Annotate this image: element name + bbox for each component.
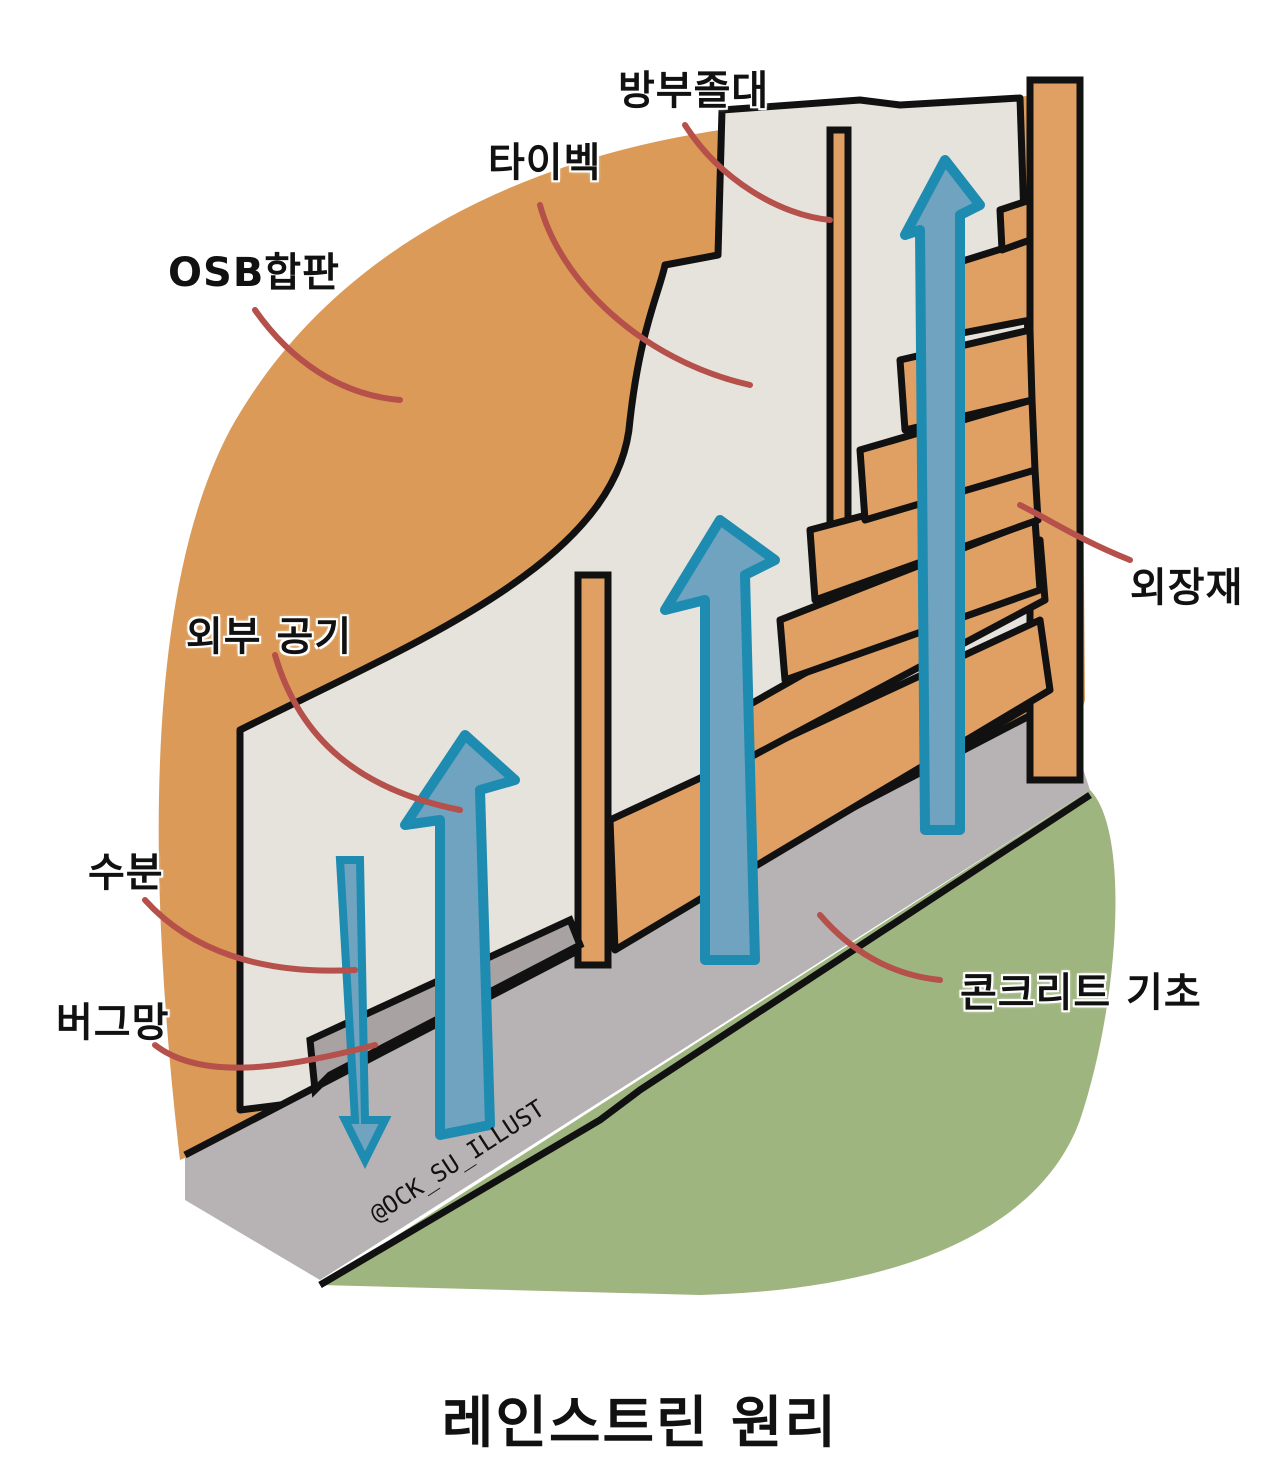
pointer-tyvek: [537, 202, 753, 388]
label-osb: OSB합판: [168, 250, 340, 296]
pointer-bug-screen: [152, 1042, 378, 1071]
label-furring: 방부졸대: [618, 68, 770, 114]
air-flow-arrows: [400, 155, 985, 1140]
pointer-furring: [682, 122, 833, 223]
pointer-moisture: [142, 897, 358, 974]
pointer-arrows: [142, 122, 1133, 1071]
diagram-title: 레인스트린 원리: [441, 1391, 839, 1456]
label-moisture: 수분: [88, 850, 164, 896]
pointer-osb: [252, 307, 403, 403]
label-tyvek: 타이벡: [488, 140, 602, 186]
moisture-arrow: [335, 856, 392, 1169]
pointer-siding: [1017, 502, 1133, 563]
label-siding: 외장재: [1130, 565, 1244, 611]
concrete-foundation: [185, 700, 1090, 1280]
pointer-outside-air: [272, 652, 463, 813]
pointer-concrete: [817, 912, 943, 983]
label-concrete: 콘크리트 기초: [960, 970, 1202, 1016]
label-bug-screen: 버그망: [56, 1000, 170, 1046]
label-outside-air: 외부 공기: [186, 614, 353, 660]
